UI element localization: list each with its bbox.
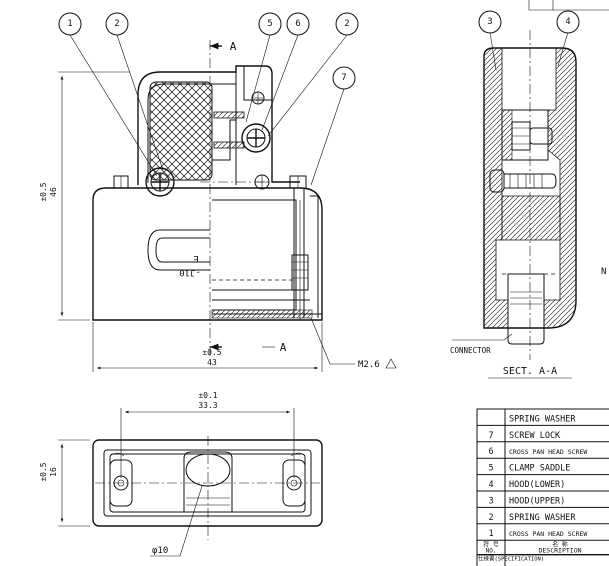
table-cell-no: 6 [488,447,493,457]
balloon-5: 5 [258,12,282,36]
connector-label: CONNECTOR [450,346,491,355]
stamp-text-top: E [193,253,198,263]
table-header-no-jp: 符 号 [483,541,499,549]
balloon-4: 4 [556,10,580,34]
note-letter: N [601,267,606,277]
dim-depth-tol: ±0.5 [39,462,48,481]
screw-6-head [241,123,271,153]
front-view: E -J10 A A ±0.5 46 ±0.5 43 M2.6 1 2 5 6 [39,12,397,372]
table-cell-desc: SPRING WASHER [509,513,576,523]
dim-top-width: 33.3 [198,401,217,410]
table-cell-no: 3 [488,496,493,506]
svg-text:2: 2 [114,19,119,29]
table-cell-no: 4 [488,480,493,490]
table-footer: 仕様書(SPECIFICATION) [478,555,544,563]
svg-text:6: 6 [295,19,300,29]
table-cell-desc: SPRING WASHER [509,414,576,424]
section-mark-top: A [230,40,237,53]
table-cell-no: 1 [488,529,493,539]
table-cell-no: 7 [488,431,493,441]
dim-diameter: φ10 [152,546,168,556]
balloon-2b: 2 [335,12,359,36]
dim-top-width-tol: ±0.1 [198,391,217,400]
balloon-7: 7 [332,66,356,90]
top-view: ±0.1 33.3 ±0.5 16 φ10 [39,391,323,557]
section-view: CONNECTOR SECT. A-A N 3 4 [450,0,609,379]
balloon-6: 6 [286,12,310,36]
dim-width-tol: ±0.5 [202,348,221,357]
cable-crosshatch [149,81,213,181]
svg-text:5: 5 [267,19,272,29]
warning-triangle-icon [385,358,397,369]
table-cell-desc: CLAMP SADDLE [509,464,570,474]
table-cell-no: 2 [488,513,493,523]
balloon-3: 3 [478,10,502,34]
table-cell-desc: CROSS PAN HEAD SCREW [509,448,587,456]
stamp-text-bottom: -J10 [179,267,201,277]
table-cell-no: 5 [488,464,493,474]
screw-1-head [145,167,175,197]
table-header-desc-jp: 名 称 [552,541,568,549]
table-cell-desc: SCREW LOCK [509,431,561,441]
dim-width: 43 [207,358,217,367]
svg-text:3: 3 [487,17,492,27]
balloon-1: 1 [58,12,82,36]
table-cell-desc: CROSS PAN HEAD SCREW [509,530,587,538]
dim-height-tol: ±0.5 [39,182,48,201]
table-header-desc: DESCRIPTION [538,547,581,555]
screw-callout: M2.6 [358,360,380,370]
table-header-no: NO. [486,548,497,555]
svg-text:1: 1 [67,19,72,29]
dim-depth: 16 [49,467,58,477]
svg-text:2: 2 [344,19,349,29]
balloon-2: 2 [105,12,129,36]
table-cell-desc: HOOD(LOWER) [509,480,565,490]
table-cell-desc: HOOD(UPPER) [509,496,565,506]
svg-text:7: 7 [341,73,346,83]
section-title: SECT. A-A [503,366,557,377]
section-mark-bottom: A [280,341,287,354]
svg-text:4: 4 [565,17,570,27]
dim-height: 46 [49,187,58,197]
